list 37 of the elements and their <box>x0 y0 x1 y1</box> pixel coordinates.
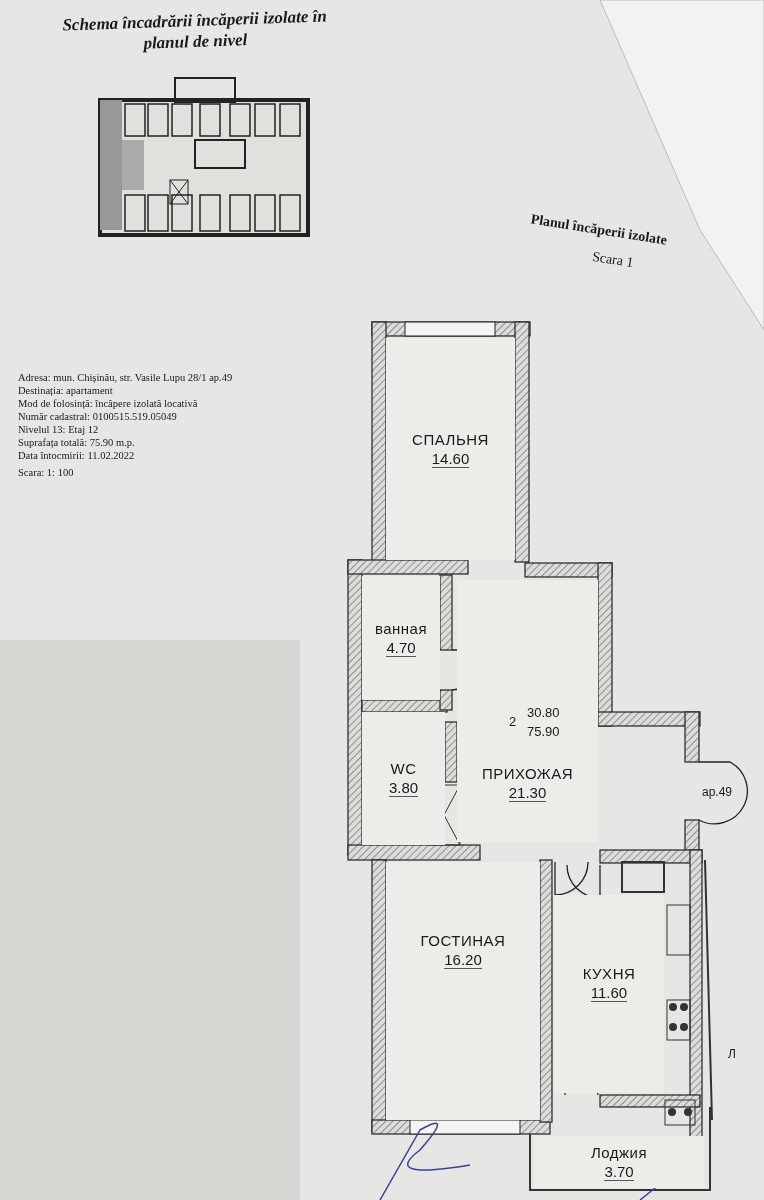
area-value: 30.80 <box>527 705 560 720</box>
room-name: СПАЛЬНЯ <box>412 430 489 448</box>
room-area-value: 11.60 <box>590 984 628 1002</box>
info-text: Mod de folosință: încăpere izolată locativă <box>18 398 198 410</box>
info-text: Scara: 1: 100 <box>18 467 74 479</box>
info-text: Data întocmirii: 11.02.2022 <box>18 450 135 462</box>
room-area <box>362 576 440 700</box>
room-name: WC <box>390 760 417 777</box>
heading: Schema încadrării încăperii izolate în planul de nivel <box>61 5 329 55</box>
room-area-value: 14.60 <box>431 449 470 468</box>
room-area <box>362 712 445 845</box>
room-name: ванная <box>374 619 428 637</box>
info-text: Nivelul 13: Etaj 12 <box>18 424 99 436</box>
heading: Planul încăperii izolate <box>529 211 669 249</box>
room-area-value: 21.30 <box>508 784 547 802</box>
room-name: ПРИХОЖАЯ <box>481 765 574 782</box>
room-area <box>386 338 515 560</box>
room-name: Лоджия <box>590 1143 648 1161</box>
room-area <box>534 1136 704 1188</box>
area-value: 75.90 <box>527 724 560 739</box>
info-text: Număr cadastral: 0100515.519.05049 <box>18 411 177 423</box>
room-area <box>386 862 540 1120</box>
room-area-value: 4.70 <box>386 638 416 657</box>
subheading: Scara 1 <box>591 248 635 272</box>
room-area-value: 3.80 <box>388 779 419 797</box>
room-area-value: 16.20 <box>444 951 482 969</box>
room-area <box>554 895 664 1093</box>
note-text: Л <box>728 1047 736 1061</box>
room-name: ГОСТИНАЯ <box>420 932 506 949</box>
room-area-value: 3.70 <box>604 1162 634 1181</box>
apartment-label: ap.49 <box>702 785 733 799</box>
info-text: Suprafața totală: 75.90 m.p. <box>18 437 135 449</box>
info-text: Adresa: mun. Chișinău, str. Vasile Lupu 28/1 ap.49 <box>18 372 233 384</box>
room-number: 2 <box>509 714 517 729</box>
info-text: Destinația: apartament <box>18 385 113 397</box>
room-name: КУХНЯ <box>582 965 636 982</box>
room-area <box>457 580 598 842</box>
